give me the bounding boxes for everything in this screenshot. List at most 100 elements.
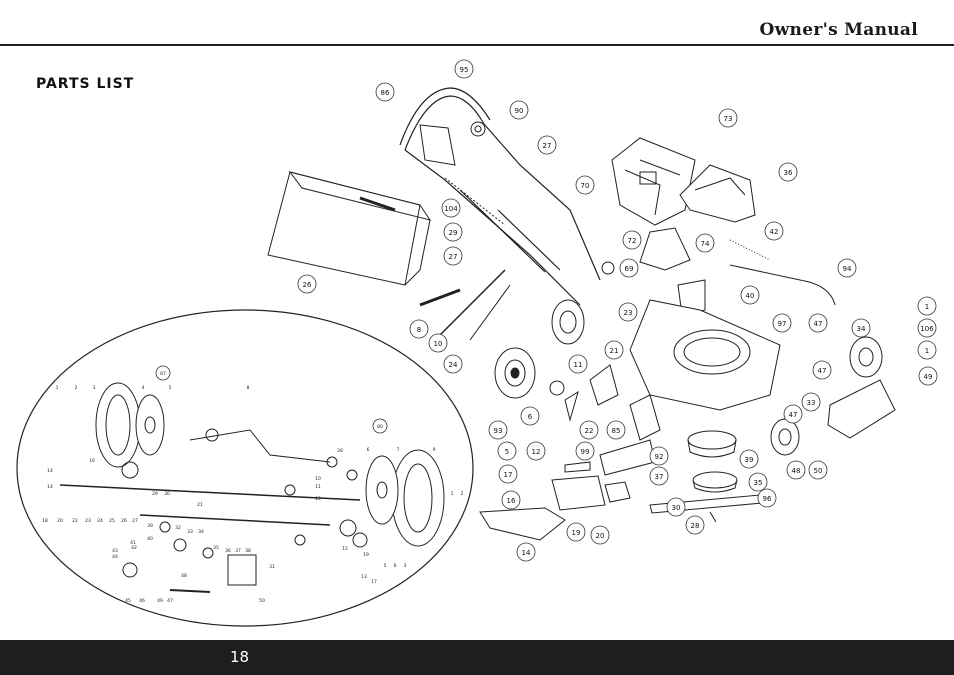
rod-24 bbox=[469, 284, 511, 341]
inset-label: 2 bbox=[75, 385, 78, 391]
rear-wheel-93 bbox=[494, 347, 536, 399]
callout-27: 27 bbox=[543, 142, 552, 150]
inset-label: 13 bbox=[361, 574, 367, 580]
page-number: 18 bbox=[230, 648, 250, 666]
callout-99: 99 bbox=[581, 448, 590, 456]
inset-label: 8 bbox=[247, 385, 250, 391]
inset-axle-2 bbox=[139, 514, 331, 526]
inset-gears bbox=[121, 428, 368, 578]
inset-axle-3 bbox=[189, 429, 331, 463]
inset-label: 23 bbox=[85, 518, 91, 524]
inset-label: 38 bbox=[245, 548, 251, 554]
inset-label: 31 bbox=[269, 564, 275, 570]
inset-label: 44 bbox=[112, 554, 118, 560]
inset-label: 47 bbox=[167, 598, 173, 604]
inset-label: 34 bbox=[198, 529, 204, 535]
bracket-74 bbox=[639, 227, 691, 271]
callout-94: 94 bbox=[843, 265, 852, 273]
front-wheel-1 bbox=[849, 336, 883, 378]
callout-39: 39 bbox=[745, 456, 754, 464]
inset-label: 22 bbox=[72, 518, 78, 524]
inset-label: 25 bbox=[109, 518, 115, 524]
callout-30: 30 bbox=[672, 504, 681, 512]
inset-label: 19 bbox=[363, 552, 369, 558]
callout-16: 16 bbox=[507, 497, 516, 505]
callout-50: 50 bbox=[814, 467, 823, 475]
callout-92: 92 bbox=[655, 453, 664, 461]
callout-8: 8 bbox=[417, 326, 421, 334]
inset-label: 5 bbox=[384, 563, 387, 569]
header-title: Owner's Manual bbox=[759, 20, 918, 40]
inset-label: 37 bbox=[235, 548, 241, 554]
inset-label: 14 bbox=[47, 468, 53, 474]
inset-label: 3 bbox=[404, 563, 407, 569]
callout-40: 40 bbox=[746, 292, 755, 300]
section-title: PARTS LIST bbox=[36, 76, 135, 92]
header-rule bbox=[0, 44, 954, 46]
callout-95: 95 bbox=[460, 66, 469, 74]
callout-74: 74 bbox=[701, 240, 710, 248]
grass-bag bbox=[267, 171, 432, 286]
callout-23: 23 bbox=[624, 309, 633, 317]
inset-hubcap-right bbox=[365, 455, 399, 525]
gear-72 bbox=[601, 261, 615, 275]
blade-adapter bbox=[687, 430, 737, 458]
inset-label: 41 bbox=[130, 540, 136, 546]
callout-5: 5 bbox=[505, 448, 509, 456]
part-19-20 bbox=[604, 481, 631, 503]
screw-28 bbox=[709, 511, 717, 523]
callout-27b: 27 bbox=[449, 253, 458, 261]
handle-knob bbox=[470, 121, 486, 137]
callout-1b: 1 bbox=[925, 347, 929, 355]
callout-97: 97 bbox=[778, 320, 787, 328]
inset-label: 2 bbox=[461, 491, 464, 497]
mower-deck bbox=[629, 299, 781, 411]
inset-label: 11 bbox=[315, 484, 321, 490]
inset-label: 9 bbox=[433, 447, 436, 453]
part-12 bbox=[564, 390, 579, 422]
inset-label: 29 bbox=[152, 491, 158, 497]
callout-24: 24 bbox=[449, 361, 458, 369]
inset-label: 46 bbox=[139, 598, 145, 604]
inset-label: 50 bbox=[259, 598, 265, 604]
inset-label: 1 bbox=[451, 491, 454, 497]
discharge-plate bbox=[479, 507, 566, 541]
callout-20: 20 bbox=[596, 532, 605, 540]
callout-17: 17 bbox=[504, 471, 513, 479]
inset-label: 3 bbox=[93, 385, 96, 391]
inset-label: 15 bbox=[315, 496, 321, 502]
rear-flap bbox=[551, 475, 606, 511]
part-6 bbox=[549, 380, 565, 396]
inset-ellipse bbox=[16, 309, 474, 627]
part-22 bbox=[589, 364, 619, 406]
inset-label: 10 bbox=[315, 476, 321, 482]
inset-label: 14 bbox=[47, 484, 53, 490]
rod-94 bbox=[729, 264, 836, 306]
bracket-40 bbox=[677, 279, 706, 316]
inset-label: 87 bbox=[160, 371, 166, 377]
inset-label: 16 bbox=[89, 458, 95, 464]
control-box bbox=[419, 124, 456, 166]
rod-10 bbox=[439, 269, 506, 336]
callout-106: 106 bbox=[920, 325, 934, 333]
inset-label: 49 bbox=[157, 598, 163, 604]
inset-label: 24 bbox=[97, 518, 103, 524]
inset-label: 5 bbox=[169, 385, 172, 391]
callout-1: 1 bbox=[925, 303, 929, 311]
callout-85: 85 bbox=[612, 427, 621, 435]
callout-35: 35 bbox=[754, 479, 763, 487]
footer-bar: 18 bbox=[0, 640, 954, 675]
battery-pack bbox=[611, 137, 696, 226]
callout-86: 86 bbox=[381, 89, 390, 97]
spring-42 bbox=[729, 239, 771, 261]
inset-axle-1 bbox=[59, 484, 361, 501]
callout-12: 12 bbox=[532, 448, 541, 456]
callout-34: 34 bbox=[857, 325, 866, 333]
inset-label: 6 bbox=[394, 563, 397, 569]
callout-69: 69 bbox=[625, 265, 634, 273]
inset-label: 6 bbox=[367, 447, 370, 453]
inset-label: 17 bbox=[371, 579, 377, 585]
callout-33: 33 bbox=[807, 399, 816, 407]
handle-frame bbox=[399, 87, 601, 306]
callout-37: 37 bbox=[655, 473, 664, 481]
